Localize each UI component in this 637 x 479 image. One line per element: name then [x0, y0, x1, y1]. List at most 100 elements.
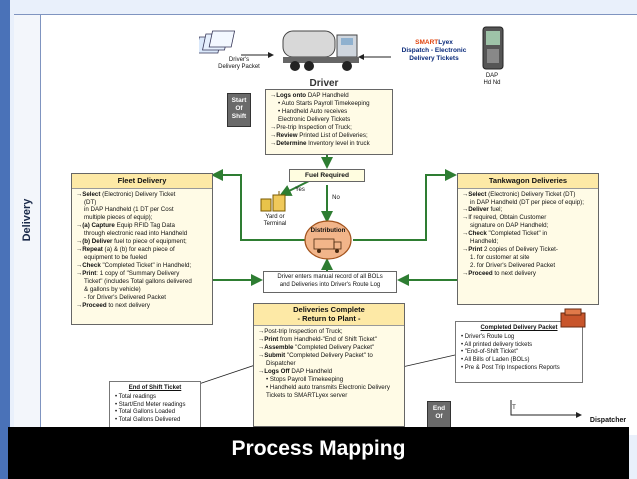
line-text: "Completed Ticket" in	[486, 230, 548, 238]
line-text: DAP Handheld	[306, 92, 349, 99]
line-keyword: (a) Capture	[82, 222, 115, 230]
tankwagon-line: signature on DAP Handheld;	[470, 222, 549, 230]
line-text: from Handheld-"End of Shift Ticket"	[278, 336, 377, 344]
line-keyword: Print	[468, 246, 483, 254]
completed-packet-item: • All printed delivery tickets	[461, 341, 533, 348]
completed-packet-item: • "End-of-Shift Ticket"	[461, 349, 519, 356]
line-text: DAP Handheld	[289, 367, 333, 375]
line-text: Inventory level in truck	[306, 139, 370, 147]
fleet-line: Select (Electronic) Delivery Ticket	[76, 191, 208, 199]
end-of-shift-marker: End Of	[427, 401, 451, 431]
tankwagon-line: Print 2 copies of Delivery Ticket-	[462, 246, 594, 254]
t-label: T	[512, 405, 516, 411]
fleet-delivery-title: Fleet Delivery	[72, 174, 212, 189]
arrow-fuel-yard	[279, 180, 310, 196]
arrow-distribution-fleet	[211, 169, 305, 241]
driver-line: Review Printed List of Deliveries;	[270, 132, 388, 140]
fleet-line: equipment to be fueled	[84, 254, 147, 262]
fleet-delivery-box: Fleet Delivery Select (Electronic) Deliv…	[71, 173, 213, 325]
yes-label: Yes	[295, 187, 305, 193]
line-text: If required, Obtain Customer	[468, 214, 547, 222]
line-keyword: Check	[82, 262, 101, 270]
fuel-truck-icon	[282, 30, 359, 71]
delivery-packet-icon	[560, 308, 586, 328]
tankwagon-title: Tankwagon Deliveries	[458, 174, 598, 189]
line-text: Post-trip Inspection of Truck;	[264, 328, 343, 336]
handheld-device-icon	[482, 26, 504, 70]
driver-line: Electronic Delivery Tickets	[278, 115, 351, 123]
line-keyword: Deliver	[468, 206, 489, 214]
no-label: No	[332, 195, 340, 201]
fleet-line: & gallons by vehicle)	[84, 285, 141, 293]
yard-label: Yard or Terminal	[263, 214, 287, 227]
line-keyword: Logs onto	[276, 92, 307, 99]
fleet-line: Ticket" (includes Total gallons delivere…	[84, 277, 192, 285]
distribution-node	[304, 220, 352, 260]
route-log-record-text: Driver enters manual record of all BOLs …	[277, 274, 383, 288]
completed-packet-item: • Pre & Post Trip Inspections Reports	[461, 364, 560, 371]
footer-banner: Process Mapping	[8, 427, 629, 479]
swimlane-label: Delivery	[21, 198, 33, 242]
line-text: "Completed Ticket" in Handheld;	[100, 262, 192, 270]
driver-line: Pre-trip Inspection of Truck;	[270, 124, 388, 132]
brand-lyex: Lyex	[438, 39, 453, 46]
line-text: "Completed Delivery Packet" to	[285, 352, 373, 360]
completed-packet-item: • Driver's Route Log	[461, 333, 515, 340]
swimlane-header-column	[14, 14, 41, 434]
line-keyword: Submit	[264, 352, 286, 360]
complete-line: Tickets to SMARTLyex server	[266, 391, 348, 399]
dap-label: DAP Hd Nd	[483, 73, 501, 86]
arrow-to-dispatcher	[510, 400, 582, 418]
complete-line: Logs Off DAP Handheld	[258, 368, 400, 376]
line-keyword: Proceed	[468, 269, 493, 277]
tankwagon-lines: Select (Electronic) Delivery Ticket (DT)…	[458, 189, 598, 280]
line-keyword: Select	[468, 190, 487, 198]
driver-box-lines: Logs onto DAP Handheld• Auto Starts Payr…	[266, 90, 392, 150]
complete-line: Dispatcher	[266, 360, 296, 367]
line-text: (Electronic) Delivery Ticket (DT)	[486, 190, 576, 198]
line-text: : 1 copy of "Summary Delivery	[96, 269, 180, 277]
line-keyword: Logs Off	[264, 367, 290, 375]
yard-terminal-icon	[260, 191, 286, 212]
complete-line: Assemble "Completed Delivery Packet"	[258, 344, 400, 352]
end-of-shift-ticket-items: • Total readings• Start/End Meter readin…	[115, 394, 195, 425]
tankwagon-line: in DAP Handheld (DT per piece of equip);	[470, 198, 584, 206]
line-text: Printed List of Deliveries;	[297, 131, 368, 139]
tankwagon-deliveries-box: Tankwagon Deliveries Select (Electronic)…	[457, 173, 599, 305]
end-of-shift-ticket-item: • Total Gallons Loaded	[115, 409, 176, 416]
line-text: (Electronic) Delivery Ticket	[100, 190, 176, 198]
deliveries-complete-box: Deliveries Complete - Return to Plant - …	[253, 303, 405, 427]
line-text: to next delivery	[106, 301, 150, 309]
tankwagon-line: Proceed to next delivery	[462, 270, 594, 278]
line-text: "Completed Delivery Packet"	[293, 344, 375, 352]
complete-line: Print from Handheld-"End of Shift Ticket…	[258, 336, 400, 344]
line-keyword: Print	[264, 336, 279, 344]
complete-line: • Handheld auto transmits Electronic Del…	[266, 383, 390, 391]
tankwagon-line: 1. for customer at site	[470, 254, 530, 262]
fleet-line: - for Driver's Delivered Packet	[84, 293, 166, 301]
fuel-required-decision: Fuel Required	[289, 169, 365, 182]
completed-packet-note: Completed Delivery Packet • Driver's Rou…	[455, 321, 583, 383]
fleet-line: (a) Capture Equip RFID Tag Data	[76, 222, 208, 230]
deliveries-complete-lines: Post-trip Inspection of Truck;Print from…	[254, 326, 404, 401]
fleet-line: Check "Completed Ticket" in Handheld;	[76, 262, 208, 270]
start-of-shift-marker: Start Of Shift	[227, 93, 251, 127]
dispatcher-label: Dispatcher	[589, 417, 627, 424]
complete-line: • Stops Payroll Timekeeping	[266, 375, 344, 383]
line-keyword: Select	[82, 190, 101, 198]
tankwagon-line: Handheld;	[470, 238, 499, 246]
fleet-line: in DAP Handheld (1 DT per Cost	[84, 206, 174, 214]
driver-line: • Auto Starts Payroll Timekeeping	[278, 99, 370, 107]
fleet-line: Repeat (a) & (b) for each piece of	[76, 246, 208, 254]
line-keyword: Assemble	[264, 344, 294, 352]
fleet-line: Print: 1 copy of "Summary Delivery	[76, 270, 208, 278]
driver-line: Logs onto DAP Handheld	[270, 92, 388, 100]
driver-line: Determine Inventory level in truck	[270, 140, 388, 148]
fleet-line: through electronic read into Handheld	[84, 230, 188, 238]
complete-line: Post-trip Inspection of Truck;	[258, 328, 400, 336]
tankwagon-line: Select (Electronic) Delivery Ticket (DT)	[462, 191, 594, 199]
route-log-record-box: Driver enters manual record of all BOLs …	[263, 271, 397, 293]
distribution-label: Distribution	[310, 227, 346, 234]
swimlane-top-border	[14, 14, 637, 15]
line-keyword: Repeat	[82, 246, 103, 254]
